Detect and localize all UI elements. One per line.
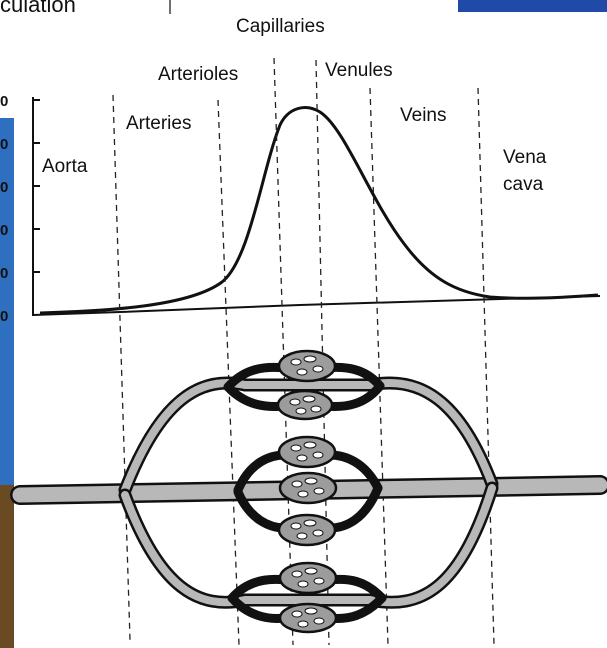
divider-arterioles-capillaries <box>274 58 293 645</box>
divider-arteries-arterioles <box>218 100 239 645</box>
label-vena-cava-line1: Vena <box>503 147 547 168</box>
capillary-bed <box>278 391 332 419</box>
capillary-bed <box>280 473 336 503</box>
capillary-bed <box>280 563 336 593</box>
label-capillaries: Capillaries <box>236 16 325 37</box>
label-aorta: Aorta <box>42 156 88 177</box>
label-arterioles: Arterioles <box>158 64 238 85</box>
y-tick-label: 0 <box>0 222 8 239</box>
slide-side-bar-dark <box>0 485 14 648</box>
slide-banner <box>458 0 607 12</box>
label-venules: Venules <box>325 60 393 81</box>
y-tick-label: 0 <box>0 265 8 282</box>
label-veins: Veins <box>400 105 446 126</box>
y-axis-ticks <box>33 100 40 272</box>
divider-veins-vena-cava <box>478 88 494 645</box>
label-vena-cava-line2: cava <box>503 174 544 195</box>
capillary-bed <box>279 351 335 381</box>
label-arteries: Arteries <box>126 113 191 134</box>
y-tick-label: 0 <box>0 308 8 325</box>
y-tick-label: 0 <box>0 136 8 153</box>
divider-venules-veins <box>370 88 388 645</box>
y-tick-label: 0 <box>0 179 8 196</box>
capillary-bed <box>280 604 336 632</box>
area-curve <box>40 108 598 313</box>
header-fragment: culation <box>0 0 76 17</box>
y-tick-label: 0 <box>0 93 8 110</box>
capillary-bed <box>279 515 335 545</box>
vascular-tree <box>20 351 600 632</box>
divider-aorta-arteries <box>113 95 130 640</box>
capillary-bed <box>279 437 335 467</box>
